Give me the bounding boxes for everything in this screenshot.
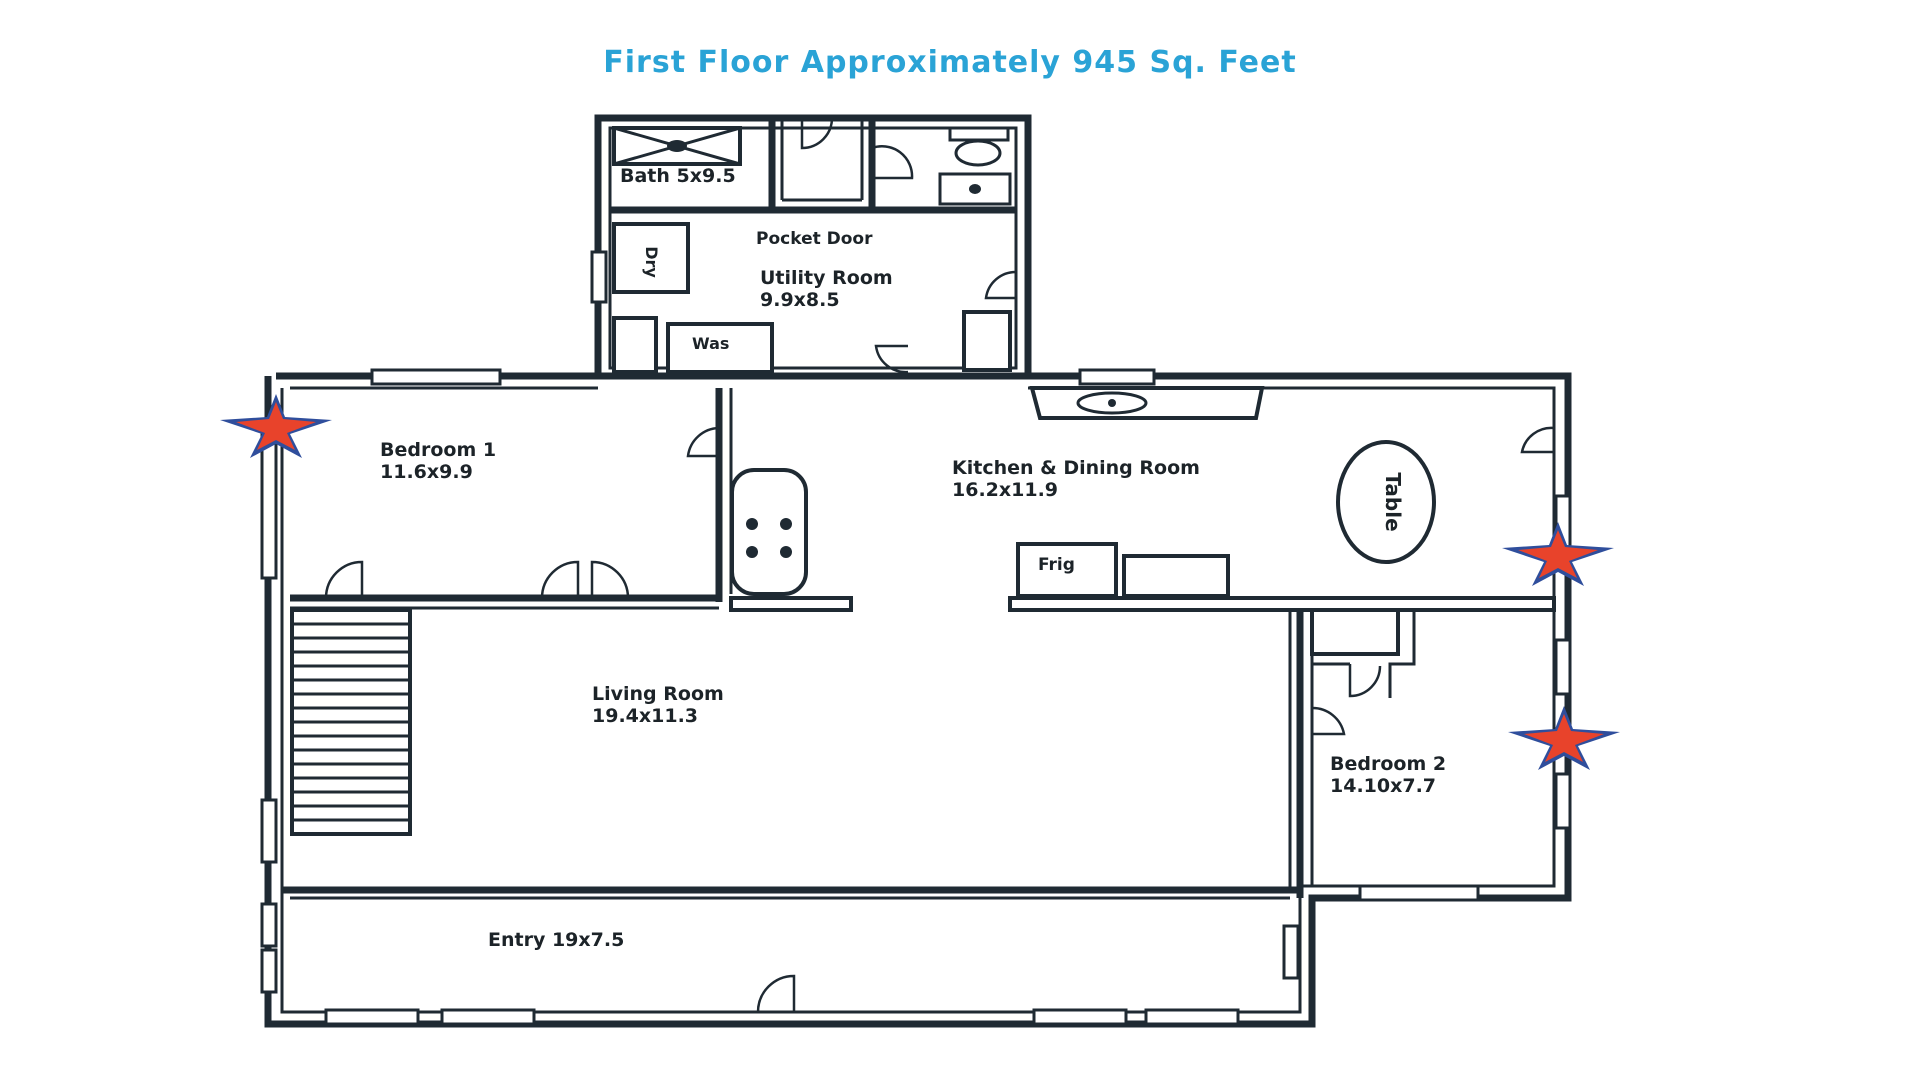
kitchen-sink-drain-icon (1108, 399, 1116, 407)
utility-sink-icon (962, 310, 1012, 372)
toilet-tank-icon (948, 126, 1010, 142)
entry-south-window (324, 1008, 420, 1026)
closet-wall (1388, 610, 1416, 698)
kitchen-name: Kitchen & Dining Room (952, 457, 1200, 479)
utility-door-swing-icon (874, 344, 909, 374)
living-room-name: Living Room (592, 683, 724, 705)
kitchen-counter-east (1008, 596, 1556, 612)
bedroom2-name: Bedroom 2 (1330, 753, 1446, 775)
table-label: Table (1381, 472, 1405, 531)
fridge-icon (1016, 542, 1118, 598)
toilet-bowl-icon (954, 139, 1002, 167)
utility-cabinet-icon (612, 316, 658, 374)
kitchen-size: 16.2x11.9 (952, 479, 1058, 501)
stove-burner-icon (780, 518, 792, 530)
entry-west-window (260, 948, 278, 994)
bath-sink-icon (938, 172, 1012, 206)
pocket-door-label: Pocket Door (756, 229, 873, 249)
bedroom1-size: 11.6x9.9 (380, 461, 473, 483)
utility-room-size: 9.9x8.5 (760, 289, 840, 311)
entry-label: Entry 19x7.5 (488, 929, 624, 951)
stove-burner-icon (746, 546, 758, 558)
bedroom2-door-swing-icon (1311, 706, 1346, 736)
bedroom1-west-window (260, 426, 278, 580)
kitchen-counter-west (729, 596, 853, 612)
star-marker-icon (1502, 522, 1614, 586)
utility-room-name: Utility Room (760, 267, 893, 289)
shower-drain-icon (667, 140, 687, 152)
bedroom1-closet-door-swing-icon (686, 426, 720, 458)
utility-door-swing-icon (984, 270, 1017, 300)
bedroom1-door-swing-icon (324, 560, 364, 599)
kitchen-north-window (1078, 368, 1156, 386)
bedroom2-size: 14.10x7.7 (1330, 775, 1436, 797)
kitchen-side-door-swing-icon (1520, 426, 1555, 454)
plan-title: First Floor Approximately 945 Sq. Feet (603, 45, 1296, 80)
living-room-size: 19.4x11.3 (592, 705, 698, 727)
dryer-icon (612, 222, 690, 294)
table-icon (1336, 440, 1436, 564)
bedroom2-east-window (1554, 638, 1572, 696)
star-marker-icon (1508, 706, 1620, 770)
closet-door-swing-icon (1348, 664, 1382, 698)
stove-icon (730, 468, 808, 596)
bedroom2-east-window (1554, 772, 1572, 830)
stove-burner-icon (780, 546, 792, 558)
entry-south-window (440, 1008, 536, 1026)
living-room-west-window (260, 798, 278, 864)
annex-outer-wall (594, 114, 1032, 380)
bedroom1-north-window (370, 368, 502, 386)
bedroom2-south-window (1358, 884, 1480, 902)
bedroom1-closet-door-swing-icon (590, 560, 630, 599)
front-door-swing-icon (756, 974, 796, 1013)
bedroom1-closet-door-swing-icon (540, 560, 580, 599)
entry-west-window (260, 902, 278, 948)
bath-door-swing-icon (871, 145, 914, 180)
entry-south-window (1144, 1008, 1240, 1026)
annex-inner-wall (608, 126, 1018, 370)
bath-sink-drain-icon (969, 184, 981, 194)
washer-icon (666, 322, 774, 374)
fridge-label: Frig (1038, 555, 1075, 575)
bath-label: Bath 5x9.5 (620, 165, 736, 187)
staircase (290, 608, 412, 836)
bedroom1-name: Bedroom 1 (380, 439, 496, 461)
stove-burner-icon (746, 518, 758, 530)
closet-icon (1310, 608, 1400, 656)
star-marker-icon (220, 394, 332, 458)
washer-label: Was (692, 334, 729, 353)
dryer-label: Dry (642, 246, 661, 278)
kitchen-sink-icon (1076, 391, 1148, 415)
utility-window (590, 250, 608, 304)
kitchen-counter-icon (1122, 554, 1230, 598)
bath-door-swing-icon (800, 117, 834, 150)
entry-south-window (1032, 1008, 1128, 1026)
entry-east-window (1282, 924, 1300, 980)
